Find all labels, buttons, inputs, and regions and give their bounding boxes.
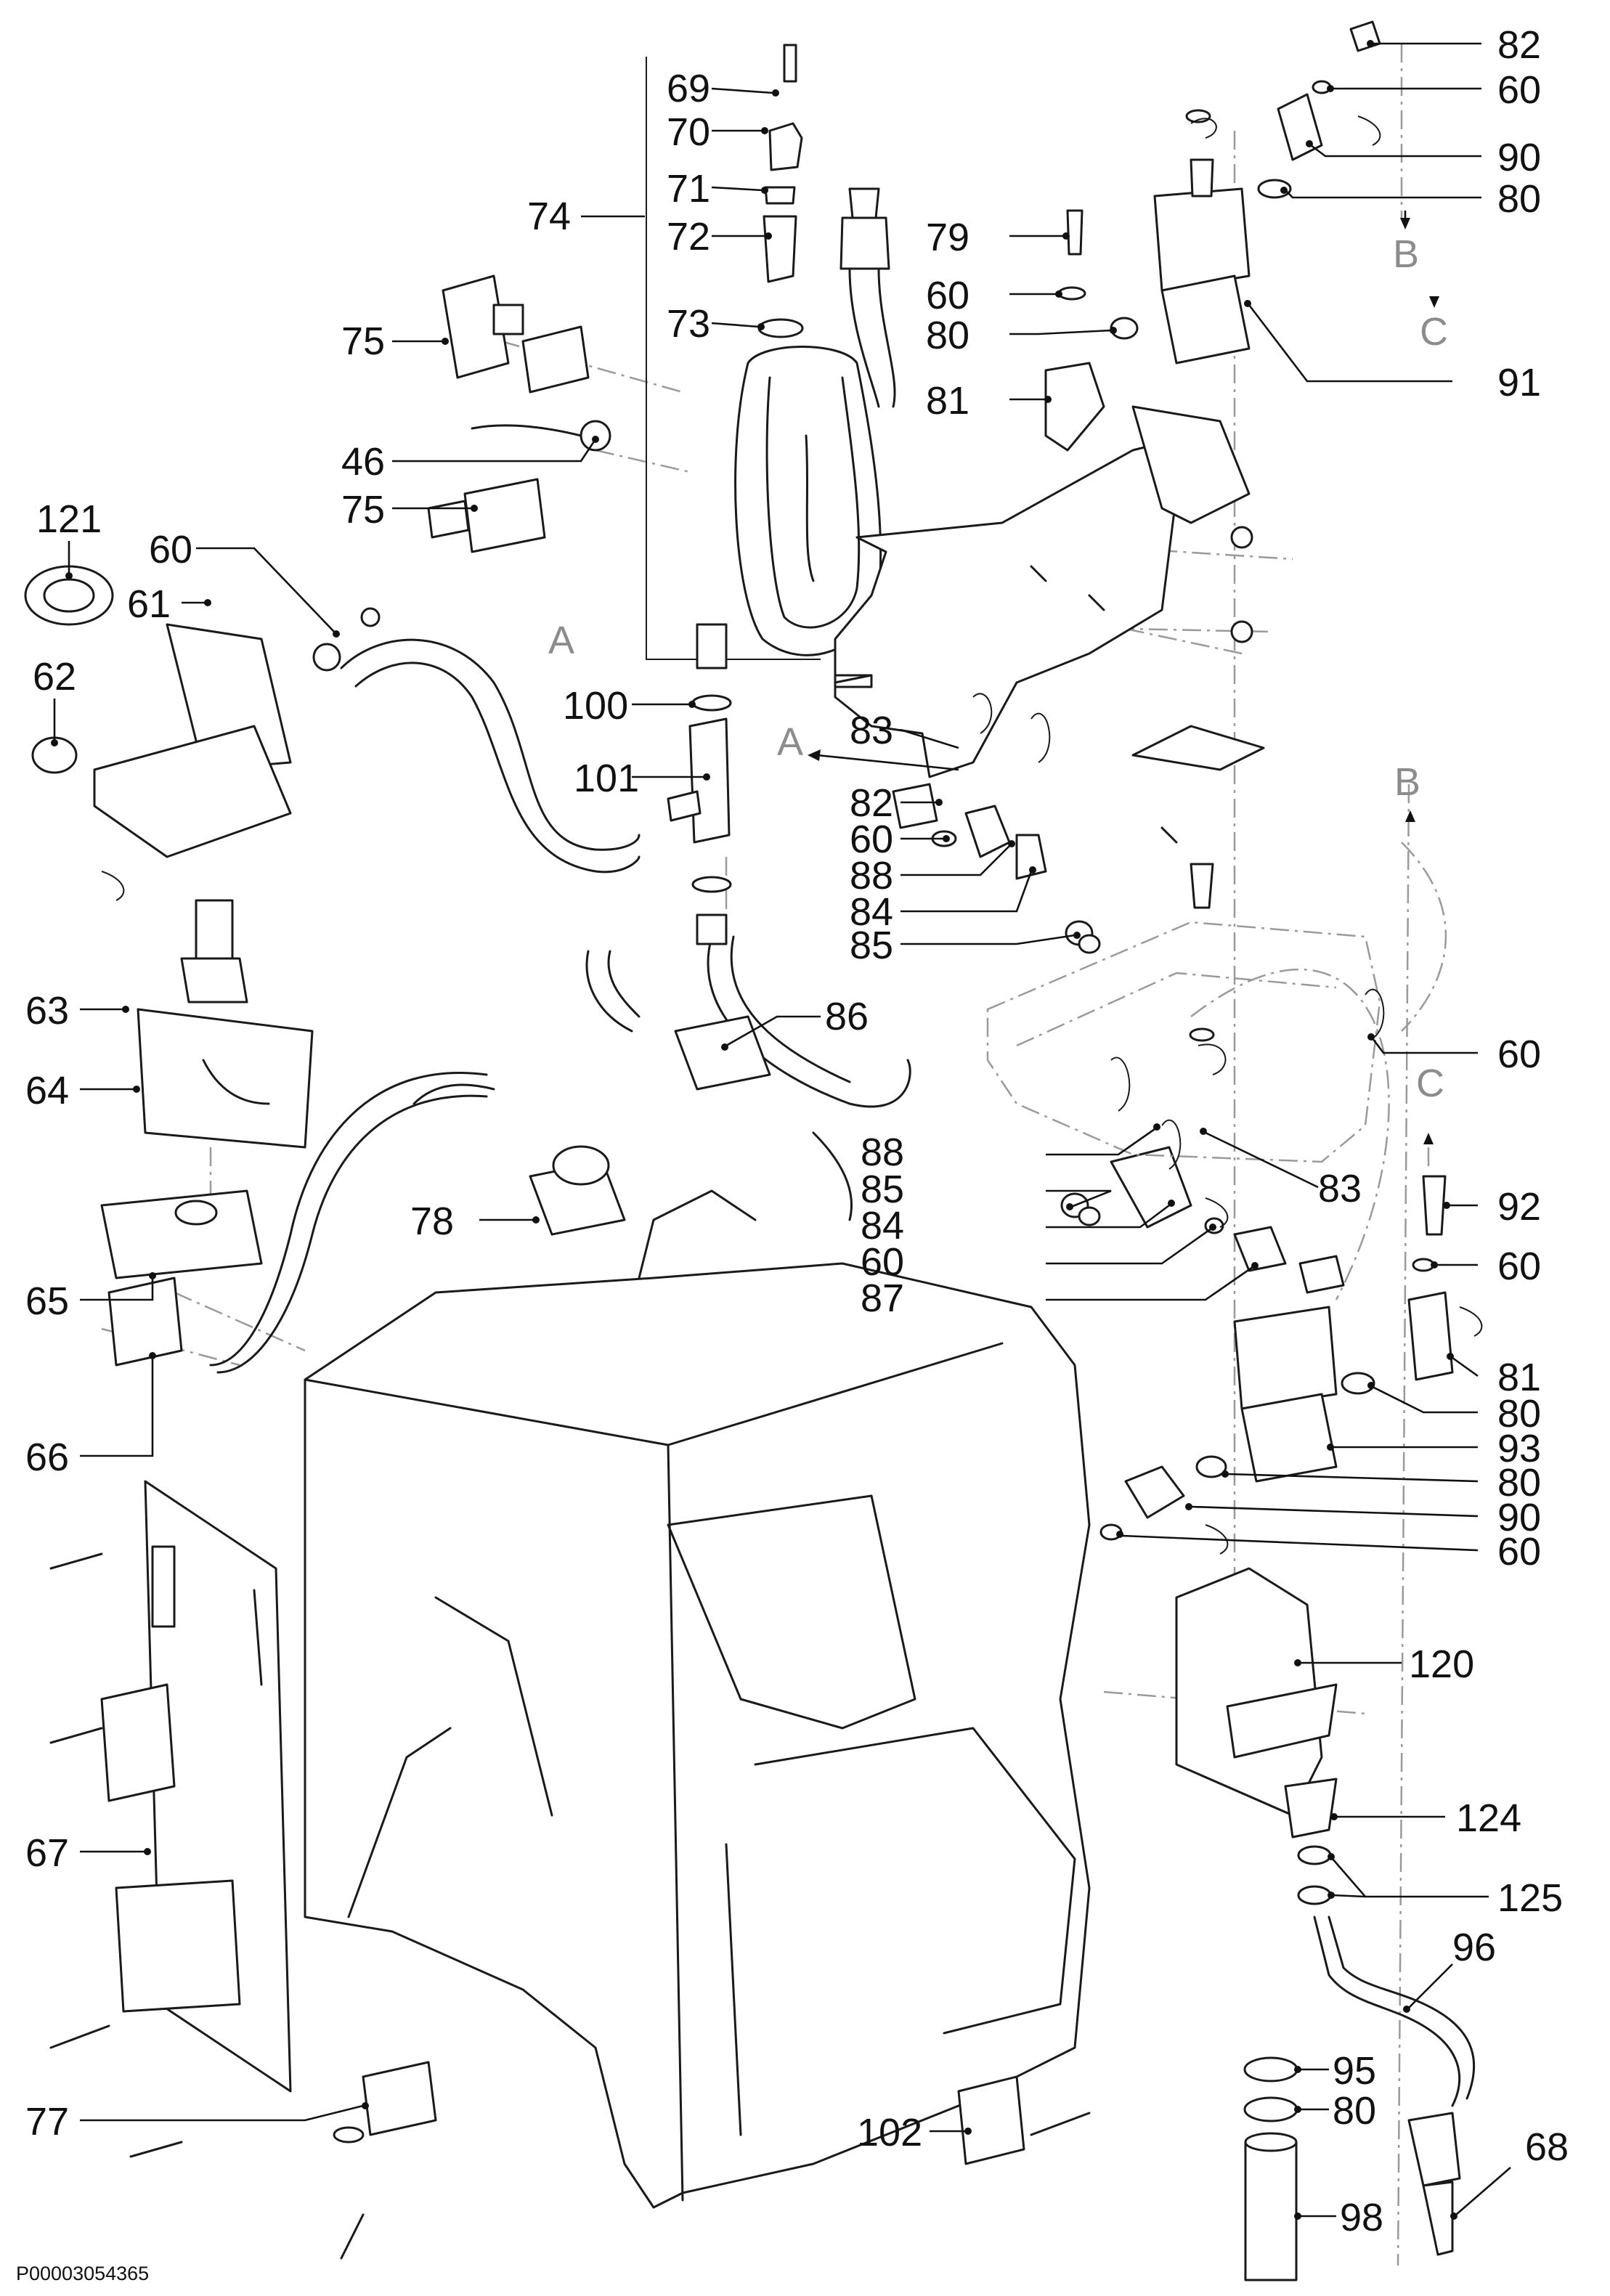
section-marker: A xyxy=(548,619,574,662)
hoses xyxy=(209,623,911,1374)
callout-label: 60 xyxy=(1497,1033,1541,1076)
callout-label: 102 xyxy=(857,2111,922,2154)
center-fittings xyxy=(892,209,1345,1294)
section-markers: A A B C B C xyxy=(548,232,1448,1105)
callout-label: 65 xyxy=(25,1279,69,1323)
callout-label: 46 xyxy=(341,440,385,484)
callout-label: 83 xyxy=(1318,1167,1362,1210)
callout-label: 80 xyxy=(1497,1461,1541,1505)
callout-label: 60 xyxy=(926,274,969,317)
callout-label: 88 xyxy=(850,854,893,897)
callout-label: 85 xyxy=(850,924,893,967)
callout-label: 61 xyxy=(127,582,171,626)
switches xyxy=(427,274,611,553)
thermoblock xyxy=(734,44,896,656)
callout-label: 125 xyxy=(1497,1876,1563,1920)
callout-label: 67 xyxy=(25,1831,69,1875)
spout-group xyxy=(1175,1567,1476,2281)
callout-label: 100 xyxy=(563,684,628,728)
thermoblock-bracket xyxy=(646,57,821,660)
brew-group-base xyxy=(986,921,1381,1163)
callout-label: 84 xyxy=(861,1204,904,1247)
callout-label: 82 xyxy=(850,781,893,825)
solenoid-valve-91 xyxy=(1153,20,1381,365)
section-marker: B xyxy=(1393,232,1419,276)
frame-plate xyxy=(834,405,1265,778)
callout-label: 83 xyxy=(850,709,893,752)
callout-label: 98 xyxy=(1340,2196,1383,2239)
callout-label: 91 xyxy=(1497,361,1541,404)
pump-group xyxy=(24,565,381,1367)
callout-label: 90 xyxy=(1497,1496,1541,1539)
callout-label: 85 xyxy=(861,1168,904,1211)
callout-label: 80 xyxy=(1497,1392,1541,1436)
callout-label: 101 xyxy=(574,757,639,800)
section-marker: B xyxy=(1394,760,1420,804)
callout-label: 93 xyxy=(1497,1427,1541,1470)
section-marker: C xyxy=(1416,1062,1444,1105)
callout-label: 80 xyxy=(1497,177,1541,221)
callout-label: 120 xyxy=(1409,1642,1474,1686)
callout-label: 60 xyxy=(861,1240,904,1284)
spring-clips xyxy=(101,115,1483,1555)
leader-lines xyxy=(51,40,1511,2220)
callout-label: 63 xyxy=(25,989,69,1033)
callout-label: 81 xyxy=(1497,1356,1541,1399)
section-marker: C xyxy=(1420,310,1448,354)
callout-label: 60 xyxy=(1497,68,1541,112)
callout-label: 80 xyxy=(926,314,969,357)
callout-label: 78 xyxy=(410,1200,454,1243)
callout-label: 88 xyxy=(861,1131,904,1174)
callout-label: 60 xyxy=(850,818,893,861)
callout-label: 71 xyxy=(667,167,710,211)
callout-label: 73 xyxy=(667,302,710,346)
screws xyxy=(49,674,1178,2260)
flow-arrows xyxy=(808,211,1439,1169)
callout-labels: 69 70 71 72 74 73 75 46 75 121 60 61 62 … xyxy=(25,23,1569,2239)
callout-label: 70 xyxy=(667,110,710,154)
callout-label: 79 xyxy=(926,216,969,259)
callout-label: 81 xyxy=(926,379,969,423)
callout-label: 121 xyxy=(36,497,102,541)
callout-label: 64 xyxy=(25,1069,69,1112)
document-id: P00003054365 xyxy=(16,2263,149,2284)
callout-label: 92 xyxy=(1497,1185,1541,1229)
callout-label: 82 xyxy=(1497,23,1541,67)
callout-label: 80 xyxy=(1333,2089,1376,2133)
main-housing xyxy=(304,1189,1091,2209)
callout-label: 74 xyxy=(527,195,571,238)
callout-label: 90 xyxy=(1497,136,1541,179)
callout-label: 124 xyxy=(1456,1796,1521,1840)
callout-label: 62 xyxy=(33,655,76,699)
control-board xyxy=(100,1480,292,2093)
section-marker: A xyxy=(777,720,803,764)
callout-label: 60 xyxy=(149,528,192,571)
callout-label: 87 xyxy=(861,1277,904,1320)
callout-label: 60 xyxy=(1497,1530,1541,1574)
callout-label: 72 xyxy=(667,215,710,258)
callout-label: 75 xyxy=(341,319,385,363)
callout-label: 86 xyxy=(825,995,869,1038)
callout-label: 84 xyxy=(850,890,893,934)
callout-label: 68 xyxy=(1525,2125,1569,2169)
callout-label: 95 xyxy=(1333,2049,1376,2093)
callout-label: 69 xyxy=(667,67,710,110)
callout-label: 75 xyxy=(341,488,385,532)
callout-label: 96 xyxy=(1452,1926,1496,1969)
callout-label: 60 xyxy=(1497,1245,1541,1288)
callout-label: 66 xyxy=(25,1436,69,1479)
callout-label: 77 xyxy=(25,2100,69,2144)
